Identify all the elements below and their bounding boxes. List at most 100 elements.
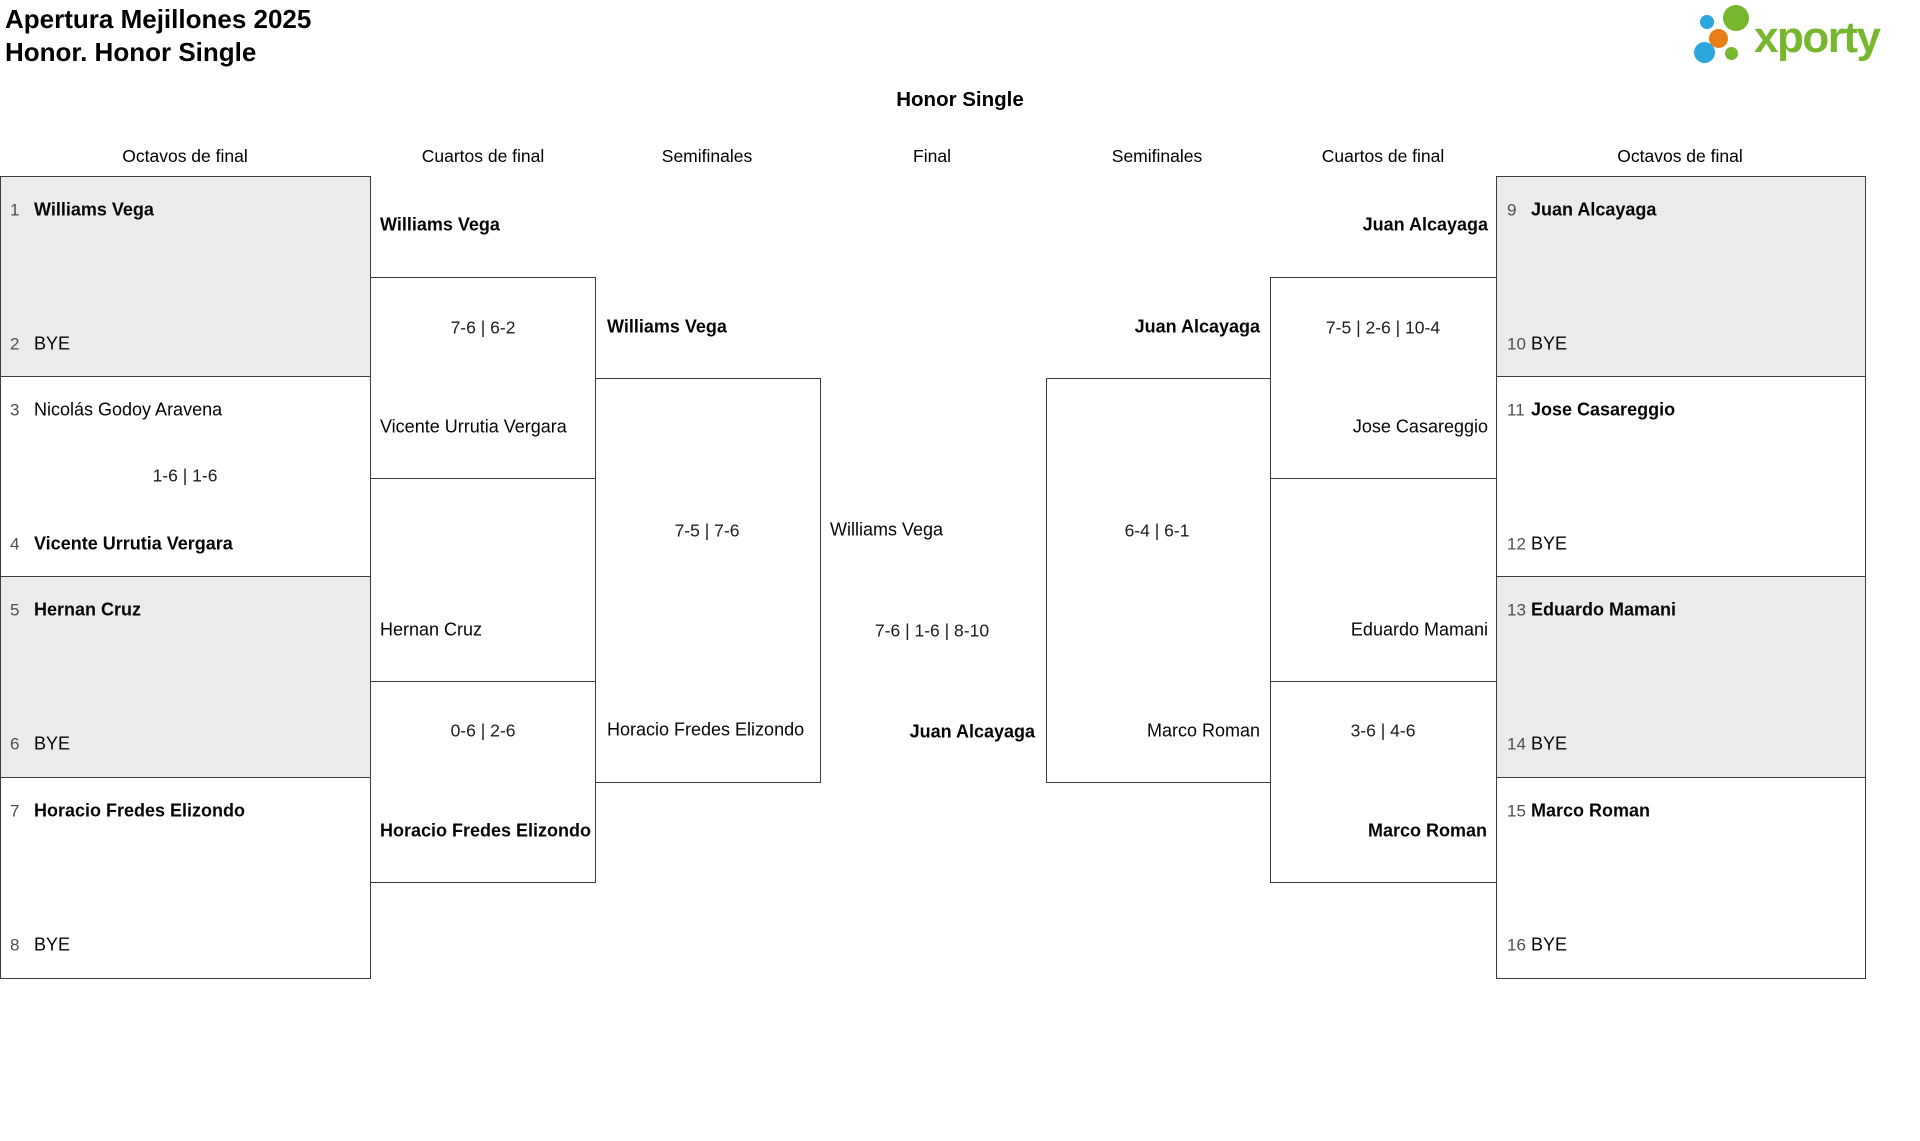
tournament-title-line2: Honor. Honor Single (5, 37, 257, 67)
player-name: Williams Vega (34, 199, 154, 220)
match-box (1270, 277, 1497, 479)
player-slot: 6 BYE (10, 734, 70, 755)
match-box (370, 277, 596, 479)
player-slot: 3 Nicolás Godoy Aravena (10, 400, 222, 421)
seed-number: 9 (1507, 200, 1517, 220)
seed-number: 5 (10, 600, 20, 620)
tournament-title-line1: Apertura Mejillones 2025 (5, 4, 312, 34)
match-score: 7-6 | 1-6 | 8-10 (874, 620, 990, 641)
round-header-octavos-right: Octavos de final (1617, 146, 1743, 166)
player-name: Marco Roman (1531, 800, 1651, 821)
category-title: Honor Single (896, 88, 1024, 111)
xporty-logo[interactable]: xporty (1692, 2, 1912, 66)
player-slot: 9 Juan Alcayaga (1507, 200, 1656, 221)
match-box (1046, 378, 1271, 783)
logo-dot-blue-small (1700, 15, 1714, 29)
match-box (0, 576, 371, 778)
player-label: Juan Alcayaga (1134, 316, 1260, 337)
player-name: Vicente Urrutia Vergara (34, 533, 233, 554)
player-label: Marco Roman (1367, 820, 1487, 841)
player-name: BYE (34, 733, 71, 754)
round-header-final: Final (913, 146, 951, 166)
round-header-semis-right: Semifinales (1111, 146, 1203, 166)
tournament-title: Apertura Mejillones 2025 Honor. Honor Si… (5, 3, 311, 69)
match-score: 6-4 | 6-1 (1124, 520, 1190, 541)
round-header-cuartos-right: Cuartos de final (1321, 146, 1445, 166)
match-box (595, 378, 821, 783)
player-name: Horacio Fredes Elizondo (34, 800, 246, 821)
match-score: 7-5 | 7-6 (674, 520, 740, 541)
match-score: 7-5 | 2-6 | 10-4 (1325, 317, 1441, 338)
match-box (0, 176, 371, 377)
player-label: Horacio Fredes Elizondo (380, 820, 592, 841)
seed-number: 4 (10, 534, 20, 554)
player-name: BYE (1531, 333, 1568, 354)
seed-number: 10 (1507, 334, 1526, 354)
player-name: Jose Casareggio (1531, 399, 1676, 420)
seed-number: 2 (10, 334, 20, 354)
match-box (370, 681, 596, 883)
player-label: Williams Vega (380, 214, 500, 235)
player-name: Hernan Cruz (34, 599, 142, 620)
player-name: Nicolás Godoy Aravena (34, 399, 223, 420)
logo-dot-green-large (1723, 5, 1749, 31)
player-label: Jose Casareggio (1352, 416, 1488, 437)
player-slot: 1 Williams Vega (10, 200, 154, 221)
logo-dot-blue-large (1694, 42, 1715, 63)
player-label: Hernan Cruz (380, 619, 483, 640)
player-name: Juan Alcayaga (1531, 199, 1657, 220)
match-box (1496, 777, 1866, 979)
player-slot: 5 Hernan Cruz (10, 600, 141, 621)
round-header-cuartos-left: Cuartos de final (421, 146, 545, 166)
match-box (0, 376, 371, 577)
player-slot: 4 Vicente Urrutia Vergara (10, 534, 233, 555)
match-score: 0-6 | 2-6 (450, 720, 516, 741)
player-label: Juan Alcayaga (1362, 214, 1488, 235)
seed-number: 1 (10, 200, 20, 220)
seed-number: 8 (10, 935, 20, 955)
player-name: BYE (1531, 934, 1568, 955)
player-label: Marco Roman (1146, 720, 1260, 741)
round-header-octavos-left: Octavos de final (122, 146, 248, 166)
seed-number: 16 (1507, 935, 1526, 955)
round-header-semis-left: Semifinales (661, 146, 753, 166)
player-label: Horacio Fredes Elizondo (607, 719, 805, 740)
player-label: Vicente Urrutia Vergara (380, 416, 567, 437)
seed-number: 12 (1507, 534, 1526, 554)
match-box (0, 777, 371, 979)
match-score: 7-6 | 6-2 (450, 317, 516, 338)
match-box (1270, 681, 1497, 883)
logo-dot-orange (1709, 29, 1728, 48)
seed-number: 7 (10, 801, 20, 821)
logo-wordmark: xporty (1754, 13, 1881, 62)
match-score: 3-6 | 4-6 (1350, 720, 1416, 741)
player-slot: 8 BYE (10, 935, 70, 956)
seed-number: 6 (10, 734, 20, 754)
player-label: Eduardo Mamani (1350, 619, 1488, 640)
player-name: BYE (1531, 733, 1568, 754)
player-name: BYE (34, 333, 71, 354)
seed-number: 3 (10, 400, 20, 420)
player-label: Williams Vega (607, 316, 727, 337)
player-slot: 7 Horacio Fredes Elizondo (10, 801, 245, 822)
match-box (1496, 376, 1866, 577)
logo-dot-green-small (1725, 47, 1738, 60)
player-name: BYE (34, 934, 71, 955)
player-name: Eduardo Mamani (1531, 599, 1677, 620)
player-label: Williams Vega (830, 519, 944, 540)
player-label: Juan Alcayaga (909, 721, 1035, 742)
player-slot: 2 BYE (10, 334, 70, 355)
seed-number: 15 (1507, 801, 1526, 821)
player-name: BYE (1531, 533, 1568, 554)
match-box (1496, 576, 1866, 778)
seed-number: 13 (1507, 600, 1526, 620)
match-score: 1-6 | 1-6 (152, 465, 218, 486)
